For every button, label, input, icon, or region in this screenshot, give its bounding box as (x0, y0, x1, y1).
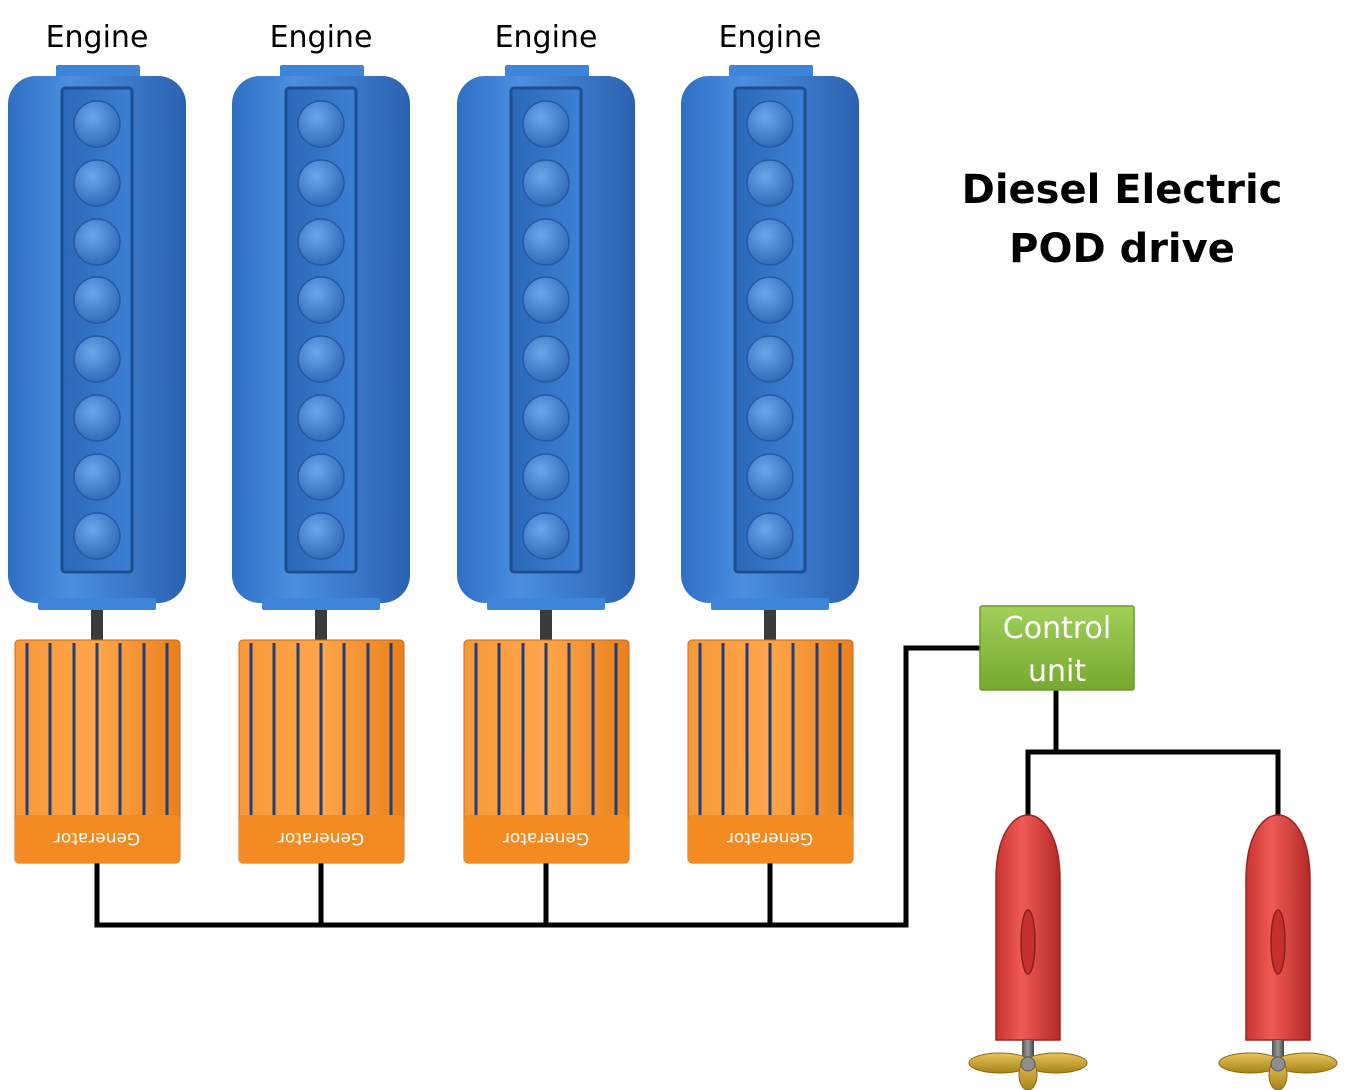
cylinders (73, 100, 121, 560)
cylinder (297, 394, 345, 442)
cylinder (73, 159, 121, 207)
cylinder-head (509, 86, 583, 574)
control-unit-label-line1: Control (1003, 611, 1111, 646)
cylinder (522, 394, 570, 442)
cylinder (746, 100, 794, 148)
drive-shaft (540, 610, 552, 640)
generator-label: Generator (503, 828, 589, 848)
drive-shaft (91, 610, 103, 640)
cylinder (522, 453, 570, 501)
cylinders (746, 100, 794, 560)
engine-bottom-cap (38, 598, 156, 610)
cylinder (297, 218, 345, 266)
engine-generator-unit-2: Engine Generator (232, 20, 410, 864)
drive-shaft (315, 610, 327, 640)
cylinder-head (284, 86, 358, 574)
engine-generator-unit-4: Engine Generator (681, 20, 859, 864)
cylinder (522, 159, 570, 207)
cylinder-head (60, 86, 134, 574)
engine-bottom-cap (487, 598, 605, 610)
generator-label: Generator (727, 828, 813, 848)
engine-bottom-cap (711, 598, 829, 610)
cylinder (522, 100, 570, 148)
cylinder (746, 453, 794, 501)
cylinder (73, 453, 121, 501)
control-unit-label-line2: unit (1028, 654, 1086, 689)
generator-stripes (249, 643, 393, 815)
engine-top-cap (280, 65, 364, 79)
cylinder (297, 100, 345, 148)
cylinder (297, 276, 345, 324)
propeller-icon (968, 1052, 1088, 1090)
cylinder (73, 512, 121, 560)
cylinder (297, 512, 345, 560)
cylinder (297, 159, 345, 207)
engine-label: Engine (46, 20, 149, 55)
cylinder (73, 335, 121, 383)
generator-label-band (239, 815, 404, 863)
propeller-icon (1218, 1052, 1338, 1090)
wiring (94, 645, 1281, 928)
pod-thruster-1 (968, 814, 1088, 1090)
engine-generator-unit-3: Engine Generator (457, 20, 635, 864)
generator-label: Generator (278, 828, 364, 848)
generator-label-band (688, 815, 853, 863)
generator-label-band (464, 815, 629, 863)
generator-label-band (15, 815, 180, 863)
cylinder (297, 453, 345, 501)
cylinders (297, 100, 345, 560)
control-unit: Control unit (979, 605, 1135, 691)
cylinder (746, 335, 794, 383)
cylinder (746, 159, 794, 207)
cylinder (522, 218, 570, 266)
engine-bottom-cap (262, 598, 380, 610)
diagram-title-line2: POD drive (1009, 226, 1235, 272)
generator-label: Generator (54, 828, 140, 848)
cylinders (522, 100, 570, 560)
cylinder (73, 100, 121, 148)
pod-thruster-2 (1218, 814, 1338, 1090)
cylinder (73, 218, 121, 266)
generator-stripes (698, 643, 842, 815)
cylinder (73, 394, 121, 442)
engine-top-cap (505, 65, 589, 79)
cylinder (73, 276, 121, 324)
control-unit-box (979, 605, 1135, 691)
cylinder (522, 512, 570, 560)
engine-label: Engine (270, 20, 373, 55)
cylinder (522, 335, 570, 383)
pod-fin (1020, 909, 1036, 975)
cylinder (746, 512, 794, 560)
engine-label: Engine (719, 20, 822, 55)
cylinder (297, 335, 345, 383)
generator-stripes (474, 643, 618, 815)
engine-generator-unit-1: Engine Generator (8, 20, 186, 864)
engine-top-cap (729, 65, 813, 79)
cylinder (522, 276, 570, 324)
engine-label: Engine (495, 20, 598, 55)
cylinder (746, 394, 794, 442)
pod-fin (1270, 909, 1286, 975)
generator-stripes (25, 643, 169, 815)
drive-shaft (764, 610, 776, 640)
cylinder-head (733, 86, 807, 574)
cylinder (746, 276, 794, 324)
diagram-title-line1: Diesel Electric (962, 167, 1283, 213)
cylinder (746, 218, 794, 266)
engine-top-cap (56, 65, 140, 79)
